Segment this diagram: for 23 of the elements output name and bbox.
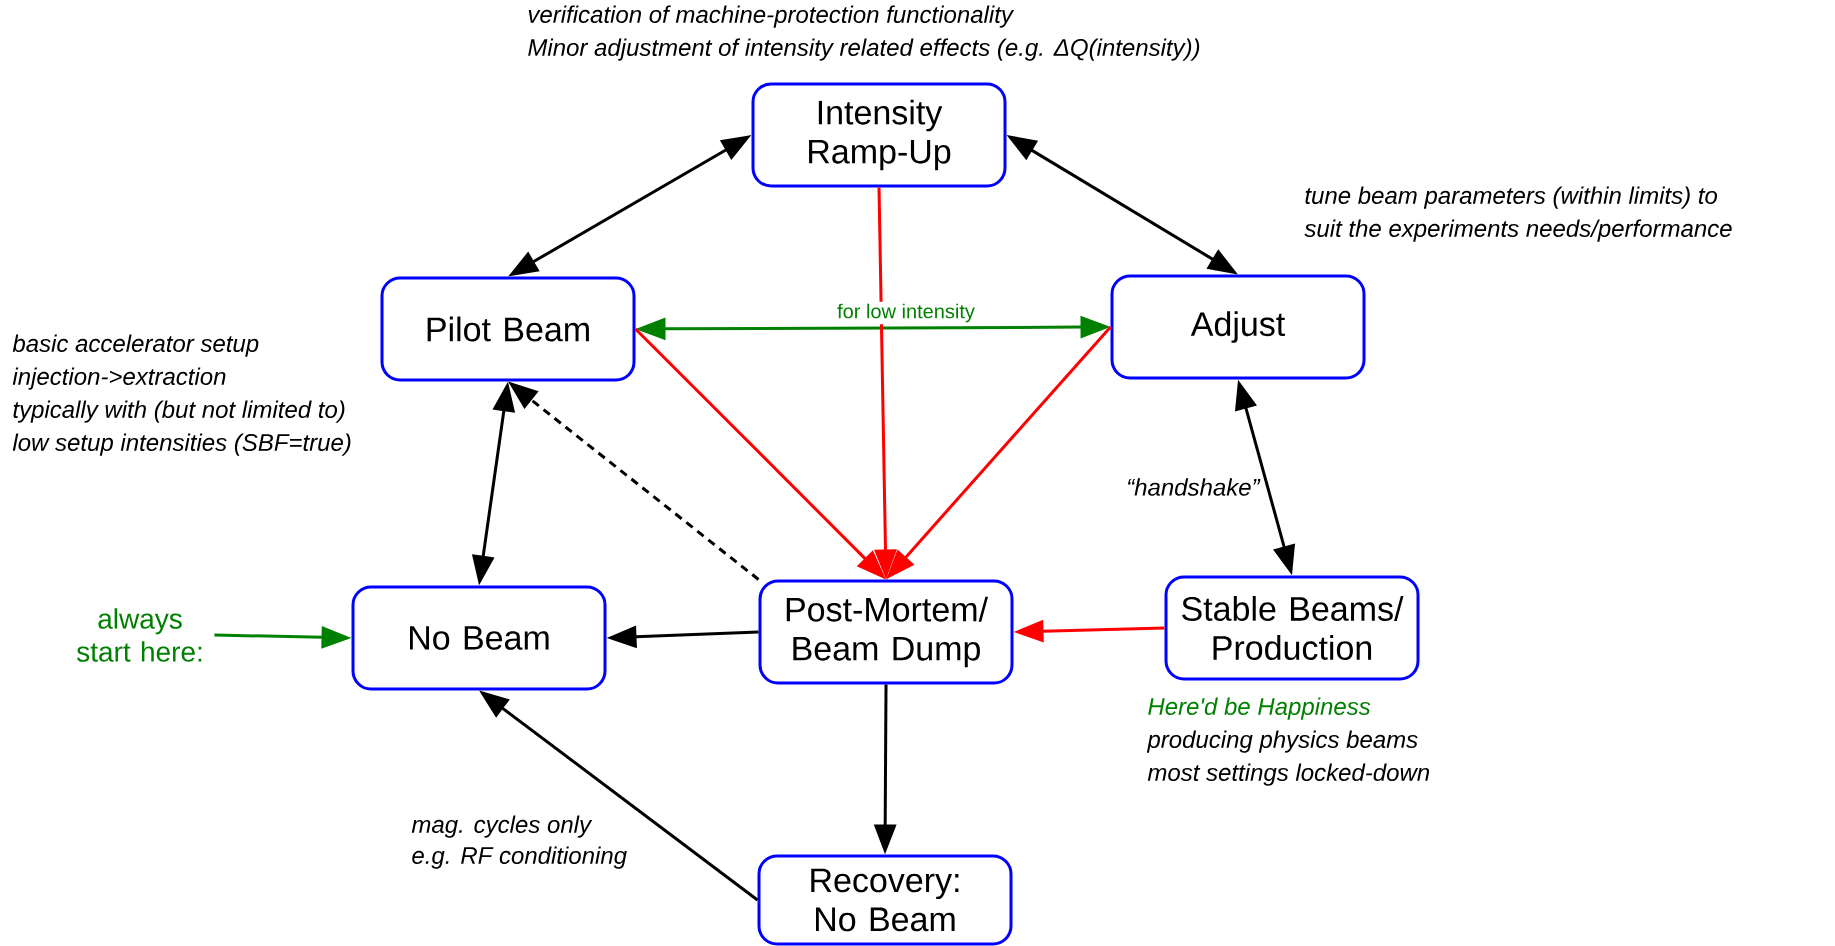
annotation-text: mag. cycles only: [411, 815, 593, 838]
state-box: Recovery: No Beam: [757, 854, 1013, 946]
start-text: always start here:: [77, 608, 202, 662]
annotation-text: typically with (but not limited to): [13, 400, 345, 423]
state-box: Intensity Ramp-Up: [751, 82, 1007, 188]
annotation-text: low setup intensities (SBF=true): [12, 433, 351, 456]
state-box: Pilot Beam: [380, 276, 636, 382]
annotation-text: suit the experiments needs/performance: [1304, 219, 1732, 242]
annotation-text: tune beam parameters (within limits) to: [1305, 186, 1718, 209]
state-box: No Beam: [351, 585, 607, 691]
edge-label: for low intensity: [835, 301, 977, 325]
state-box: Stable Beams/ Production: [1164, 575, 1420, 681]
state-box: Adjust: [1110, 274, 1366, 380]
annotation-text: basic accelerator setup: [12, 334, 259, 357]
annotation-text: most settings locked-down: [1147, 763, 1430, 786]
state-box: Post-Mortem/ Beam Dump: [758, 579, 1014, 685]
annotation-text: injection->extraction: [12, 367, 226, 390]
annotation-text: Minor adjustment of intensity related effects (e.g. ΔQ(intensity)): [528, 38, 1200, 61]
annotation-text: Here'd be Happiness: [1148, 697, 1371, 720]
annotation-text: producing physics beams: [1146, 730, 1418, 753]
annotation-text: e.g. RF conditioning: [412, 846, 627, 869]
annotation-text: verification of machine-protection functionality: [528, 5, 1015, 28]
edge-label: “handshake”: [1124, 476, 1262, 498]
